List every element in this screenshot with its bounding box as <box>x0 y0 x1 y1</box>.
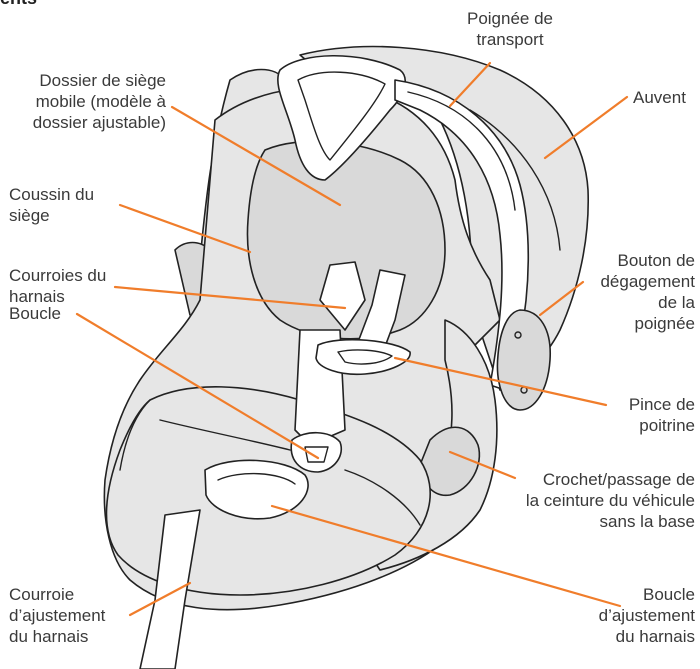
leader-seat-pad <box>120 205 250 252</box>
label-adjust-strap: Courroie d’ajustement du harnais <box>9 584 105 647</box>
label-carry-handle: Poignée de transport <box>440 8 580 50</box>
label-belt-hook: Crochet/passage de la ceinture du véhicu… <box>480 469 695 532</box>
leader-harness-straps <box>115 287 345 308</box>
leader-carry-handle <box>450 63 490 106</box>
leader-adjust-strap <box>130 583 190 615</box>
label-seat-back: Dossier de siège mobile (modèle à dossie… <box>0 70 166 133</box>
label-buckle: Boucle <box>9 303 61 324</box>
leader-canopy <box>545 97 627 158</box>
label-seat-pad: Coussin du siège <box>9 184 94 226</box>
leader-seat-back <box>172 107 340 205</box>
label-chest-clip: Pince de poitrine <box>560 394 695 436</box>
label-handle-release: Bouton de dégagement de la poignée <box>560 250 695 334</box>
leader-buckle <box>77 314 318 458</box>
label-adjust-buckle: Boucle d’ajustement du harnais <box>560 584 695 647</box>
label-harness-straps: Courroies du harnais <box>9 265 106 307</box>
label-canopy: Auvent <box>633 87 686 108</box>
